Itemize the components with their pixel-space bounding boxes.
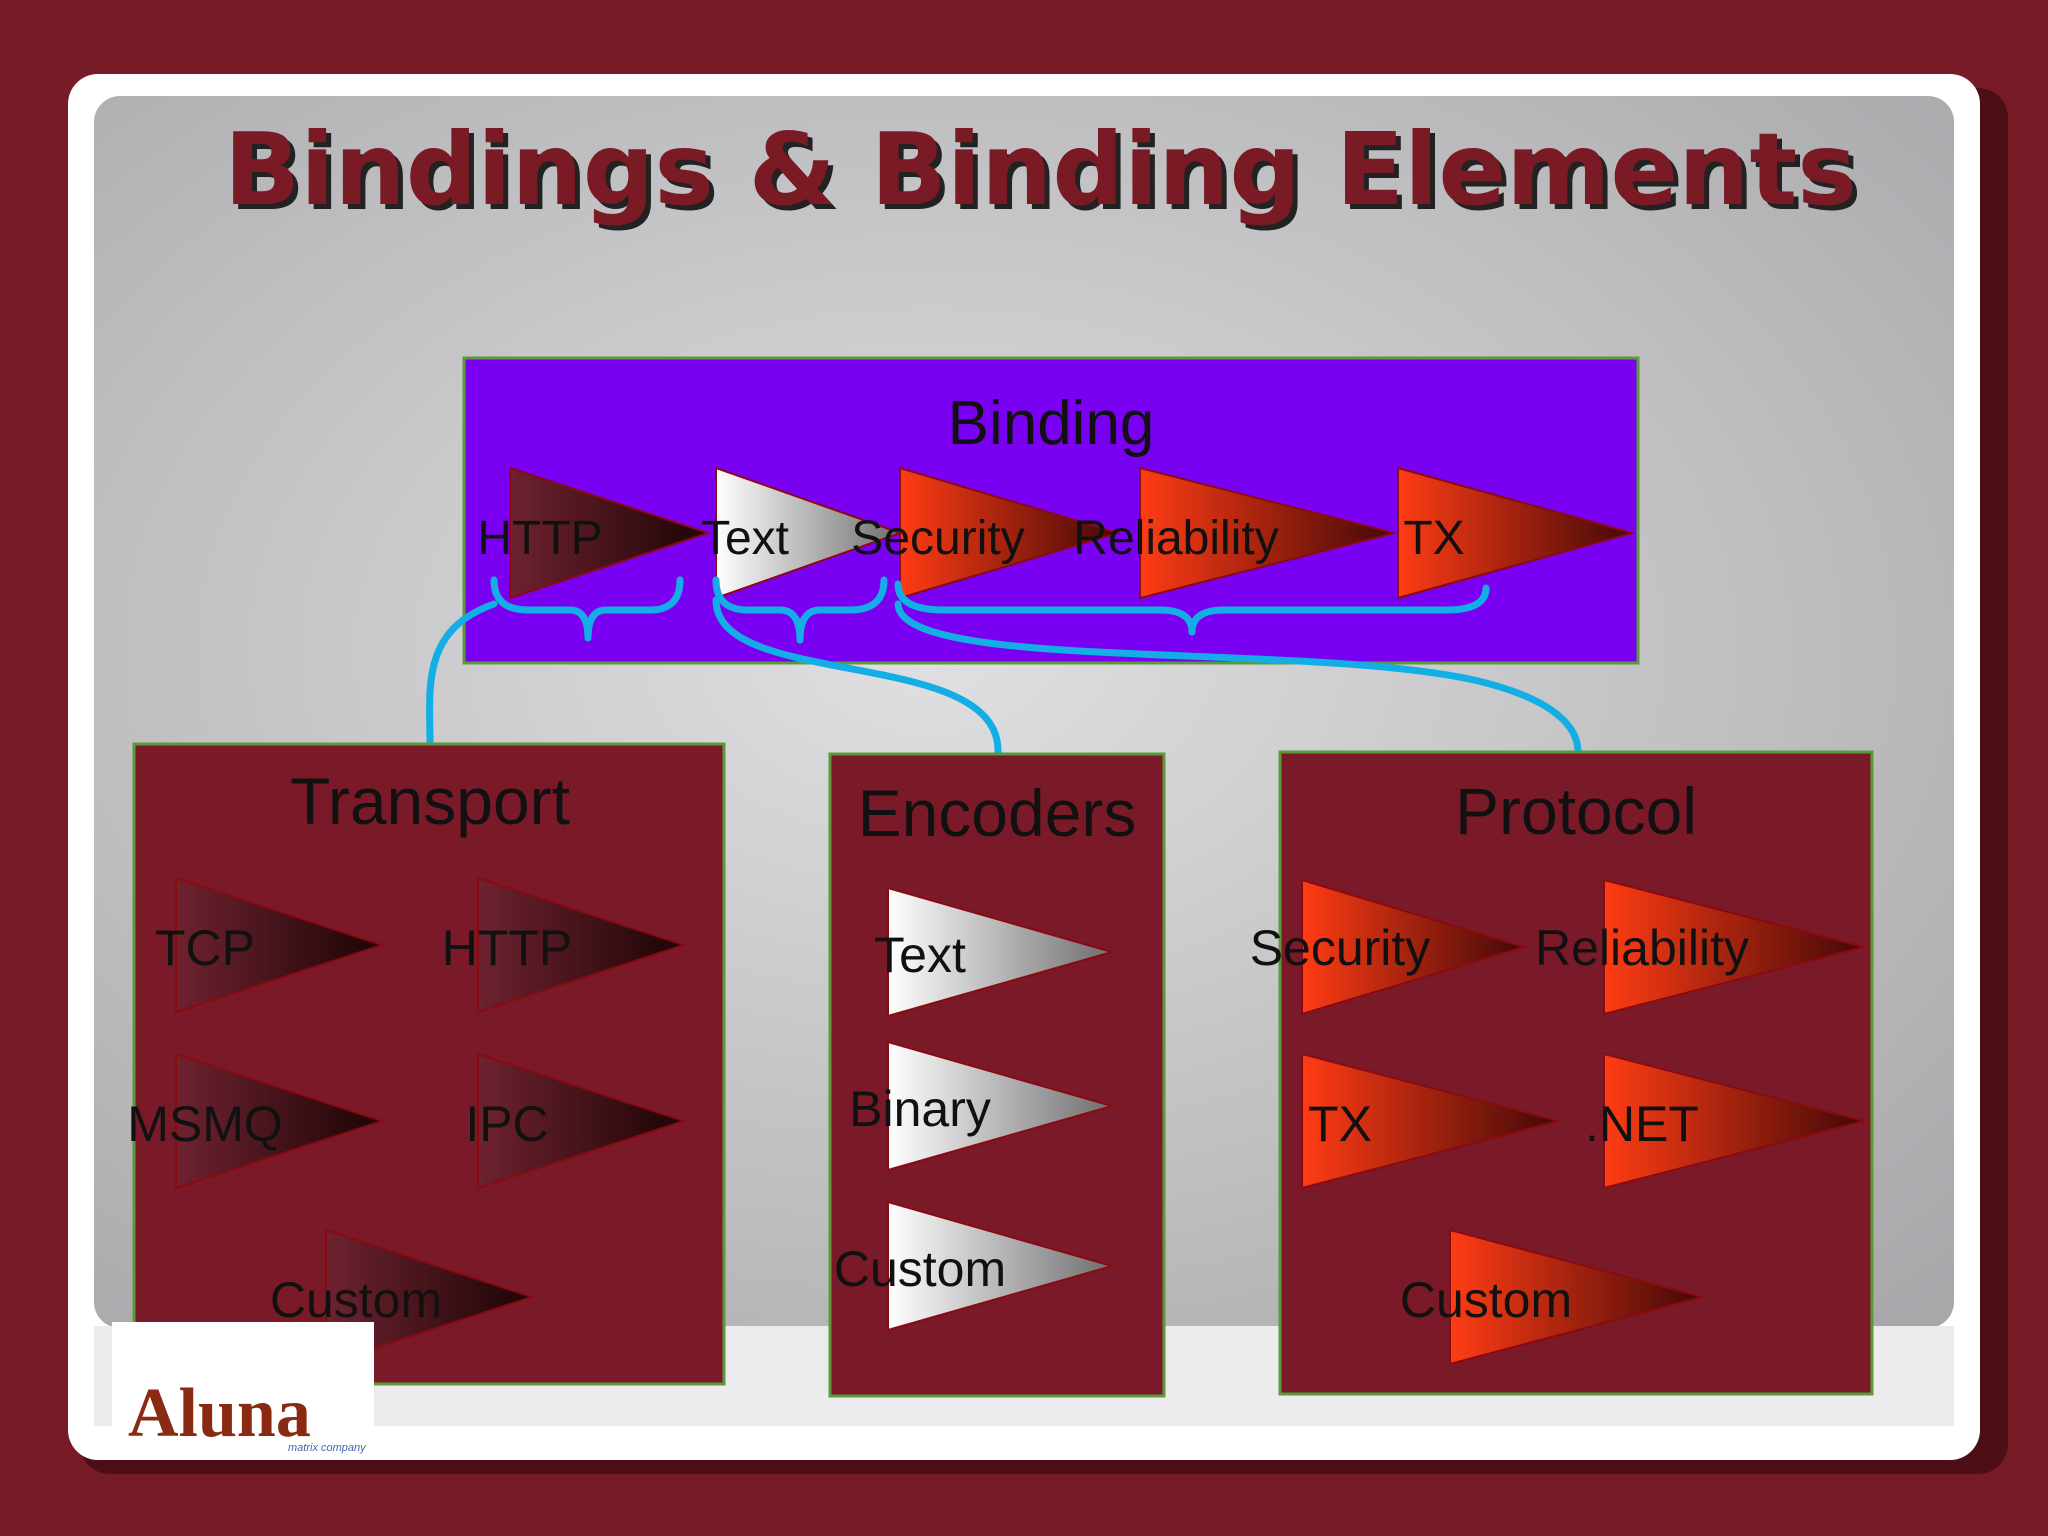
encoders-text-triangle: [887, 886, 1116, 1018]
protocol-net-triangle: [1603, 1052, 1865, 1190]
protocol-security-triangle: [1301, 878, 1528, 1016]
transport-label: Transport: [290, 764, 570, 838]
binding-item-tx: TX: [1403, 512, 1464, 565]
protocol-item-net: .NET: [1585, 1096, 1699, 1152]
protocol-reliability-triangle: [1603, 878, 1865, 1016]
binding-http-triangle: [509, 466, 712, 600]
transport-http-triangle: [477, 876, 688, 1014]
binding-item-reliability: Reliability: [1073, 512, 1278, 565]
encoders-label: Encoders: [858, 776, 1137, 850]
encoders-item-custom: Custom: [834, 1241, 1006, 1297]
logo-background: [112, 1322, 374, 1456]
binding-text-triangle: [715, 466, 904, 600]
protocol-item-security: Security: [1250, 920, 1431, 976]
encoders-item-text: Text: [874, 927, 966, 983]
transport-item-msmq: MSMQ: [127, 1096, 283, 1152]
title-shadow: Bindings & Binding Elements: [229, 116, 1862, 233]
transport-item-tcp: TCP: [155, 920, 255, 976]
aluna-logo: Aluna matrix company: [112, 1322, 374, 1456]
brace-encoders: [712, 576, 888, 644]
page-title: Bindings & Binding Elements: [224, 111, 1857, 228]
transport-item-ipc: IPC: [465, 1096, 548, 1152]
protocol-item-custom: Custom: [1400, 1272, 1572, 1328]
binding-item-http: HTTP: [477, 512, 602, 565]
protocol-label: Protocol: [1455, 774, 1697, 848]
protocol-item-tx: TX: [1308, 1096, 1372, 1152]
protocol-items: Security Reliability TX .NET Custom: [1250, 878, 1865, 1366]
protocol-item-reliability: Reliability: [1535, 920, 1749, 976]
transport-item-custom: Custom: [270, 1272, 442, 1328]
logo-wordmark: Aluna: [128, 1375, 311, 1452]
brace-transport: [490, 576, 684, 642]
encoders-item-binary: Binary: [849, 1081, 991, 1137]
transport-items: TCP HTTP MSMQ IPC Custom: [127, 876, 688, 1366]
protocol-custom-triangle: [1449, 1228, 1706, 1366]
transport-msmq-triangle: [175, 1052, 386, 1190]
logo-tagline: matrix company: [288, 1442, 367, 1454]
transport-tcp-triangle: [175, 876, 386, 1014]
encoders-custom-triangle: [887, 1200, 1116, 1332]
connector-protocol: [894, 600, 1582, 756]
binding-elements: HTTP Text Security Reliability TX: [477, 466, 1636, 600]
brace-protocol: [894, 580, 1490, 636]
connector-encoders: [712, 596, 1002, 756]
connector-transport: [426, 600, 498, 748]
transport-ipc-triangle: [477, 1052, 688, 1190]
encoders-binary-triangle: [887, 1040, 1116, 1172]
encoders-items: Text Binary Custom: [834, 886, 1116, 1332]
binding-reliability-triangle: [1139, 466, 1395, 600]
protocol-tx-triangle: [1301, 1052, 1562, 1190]
transport-item-http: HTTP: [442, 920, 573, 976]
transport-custom-triangle: [325, 1228, 536, 1366]
binding-label: Binding: [948, 389, 1155, 458]
binding-item-security: Security: [851, 512, 1024, 565]
binding-security-triangle: [899, 466, 1122, 600]
binding-item-text: Text: [701, 512, 789, 565]
binding-tx-triangle: [1397, 466, 1636, 600]
